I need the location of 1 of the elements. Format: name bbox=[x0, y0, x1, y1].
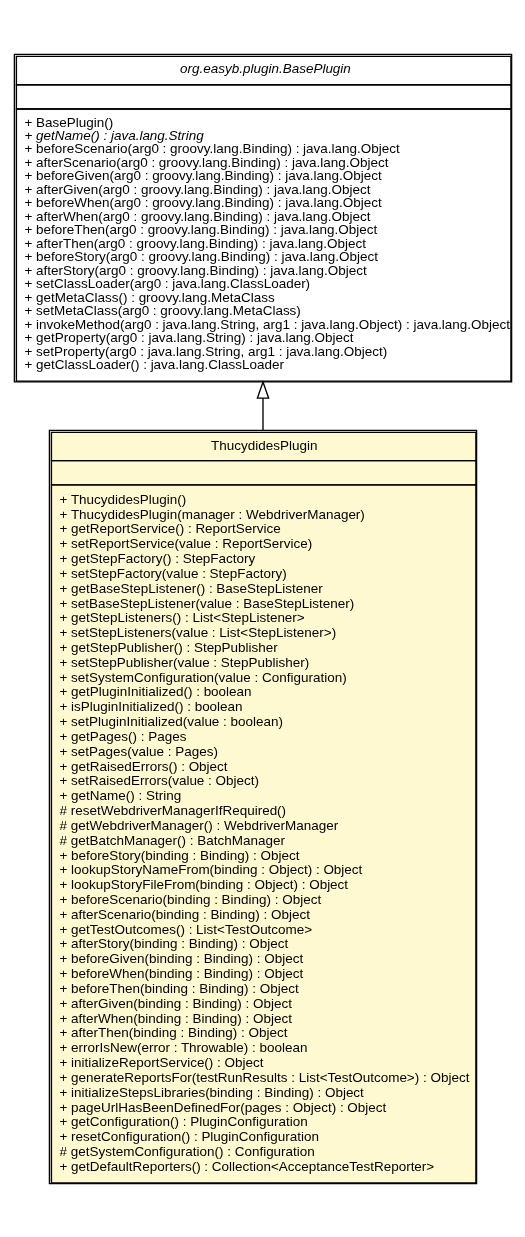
arrow bbox=[255, 379, 270, 431]
